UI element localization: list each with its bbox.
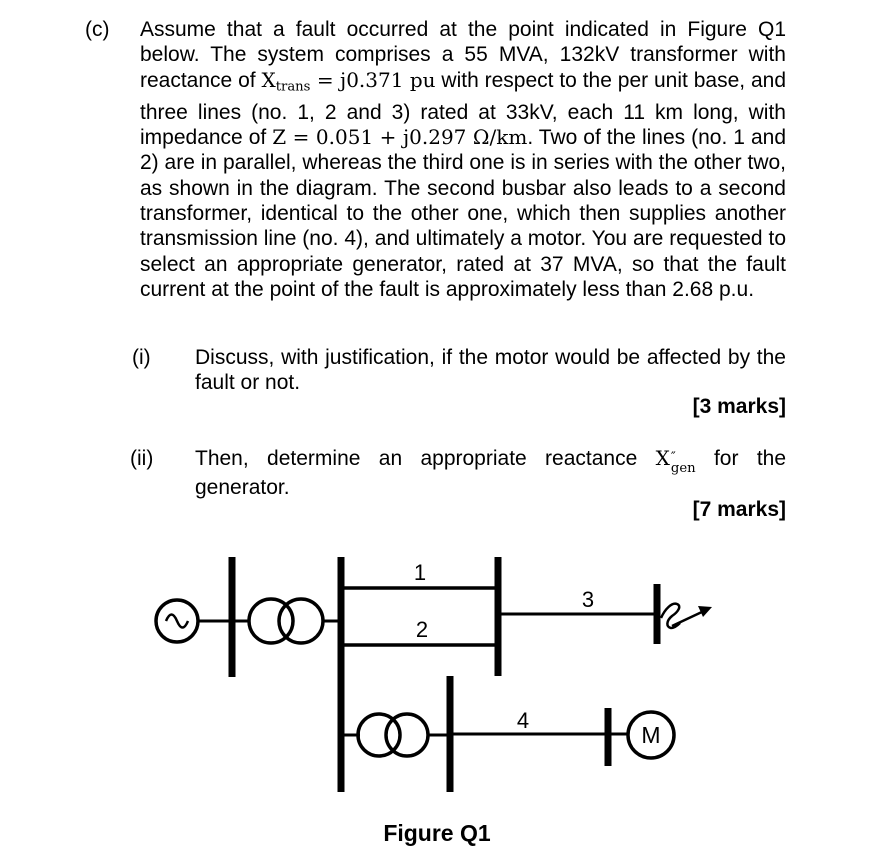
fault-arrowhead-icon: [698, 606, 712, 617]
figure-caption: Figure Q1: [383, 820, 491, 846]
math-x-gen-base: X: [655, 446, 670, 470]
question-label: (c): [85, 18, 110, 41]
figure-q1-diagram: 1 2 3 4 M: [154, 557, 712, 792]
fault-arrow-shaft-icon: [671, 609, 705, 628]
subquestion-ii-text: Then, determine an appropriate reactance…: [195, 446, 786, 500]
line-2-label: 2: [416, 617, 428, 642]
transformer-1-secondary-icon: [277, 597, 325, 645]
subquestion-i-text: Discuss, with justification, if the moto…: [195, 346, 786, 395]
transformer-1-primary-icon: [247, 597, 295, 645]
motor-label: M: [641, 722, 660, 748]
math-x-trans-base: X: [261, 67, 276, 92]
line-3-label: 3: [582, 587, 594, 612]
subquestion-i-marks: [3 marks]: [692, 395, 786, 418]
question-paragraph: Assume that a fault occurred at the poin…: [140, 17, 786, 302]
math-x-gen-subscript: gen: [670, 460, 696, 476]
subquestion-ii-text-before: Then, determine an appropriate reactance: [195, 447, 656, 470]
subquestion-ii-text-after: for the generator.: [195, 447, 787, 500]
line-4-label: 4: [517, 708, 529, 733]
paragraph-text-2: with respect to the per unit base, and t…: [140, 68, 786, 149]
subquestion-ii-marks: [7 marks]: [692, 498, 786, 521]
paragraph-text-3: . Two of the lines (no. 1 and 2) are in …: [140, 126, 787, 301]
math-impedance: Z = 0.051 + j0.297 Ω/km: [272, 125, 528, 149]
subquestion-i-label: (i): [132, 346, 151, 369]
math-x-trans: Xtrans = j0.371 pu: [261, 67, 436, 95]
line-1-label: 1: [414, 560, 426, 585]
math-x-trans-subscript: trans: [275, 79, 311, 95]
math-x-trans-value: = j0.371 pu: [310, 67, 436, 92]
fault-arrow-squiggle-icon: [659, 602, 681, 630]
math-x-gen-scripts: ″gen: [670, 450, 696, 476]
math-x-gen: X″gen: [655, 446, 696, 474]
math-x-gen-superscript: ″: [670, 450, 676, 466]
paragraph-text-1: Assume that a fault occurred at the poin…: [140, 18, 786, 92]
transformer-2-primary-icon: [356, 712, 402, 758]
transformer-2-secondary-icon: [384, 712, 430, 758]
subquestion-ii-label: (ii): [130, 447, 154, 470]
motor-icon: [626, 710, 676, 760]
generator-sine-icon: [164, 613, 190, 629]
